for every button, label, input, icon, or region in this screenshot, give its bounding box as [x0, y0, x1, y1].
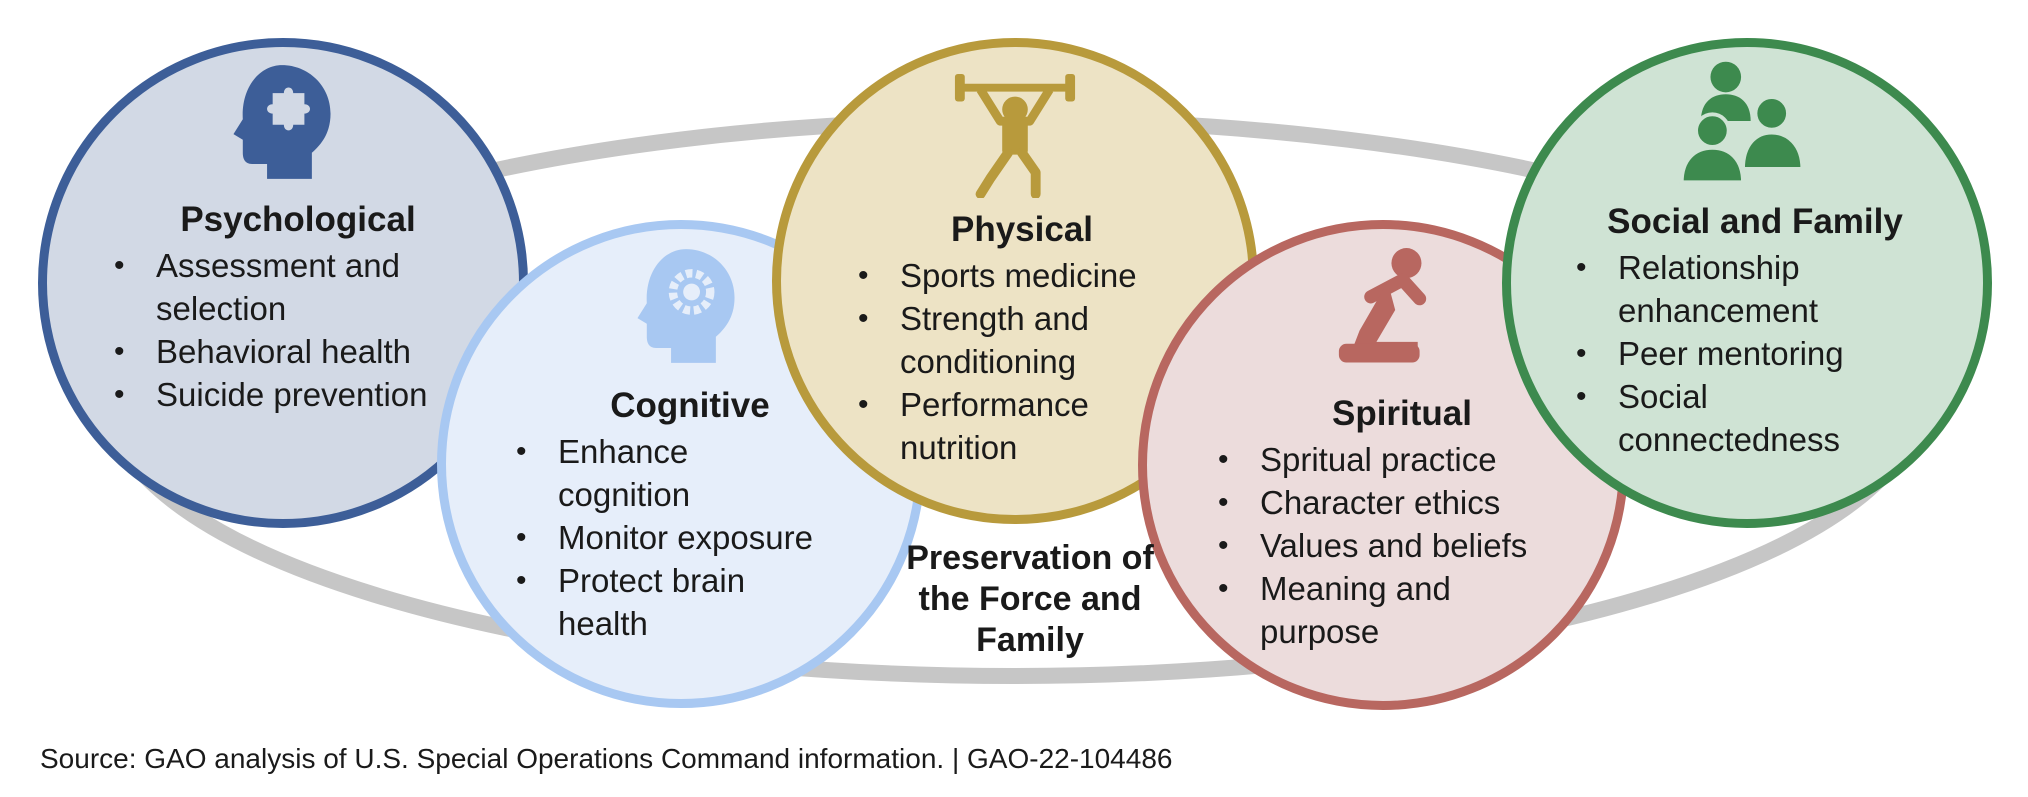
head-gear-icon — [637, 249, 735, 363]
list-item: Meaning and purpose — [1212, 567, 1520, 653]
person-right-body — [1741, 130, 1805, 171]
barbell-right-plate — [1065, 73, 1076, 102]
social-family-list: Relationship enhancement Peer mentoring … — [1570, 246, 1940, 461]
list-item: Strength and conditioning — [852, 297, 1160, 383]
puzzle-piece — [267, 87, 310, 131]
torso — [1002, 121, 1028, 155]
list-item: Protect brain health — [510, 559, 838, 645]
psychological-title: Psychological — [180, 200, 416, 239]
head-puzzle-icon — [233, 65, 331, 179]
head — [1002, 96, 1028, 123]
physical-content: Physical Sports medicine Strength and co… — [852, 210, 1192, 469]
psychological-list: Assessment and selection Behavioral heal… — [108, 244, 488, 416]
person-left-body — [1679, 145, 1745, 185]
person-right-head — [1753, 95, 1790, 132]
spiritual-content: Spiritual Spritual practice Character et… — [1212, 394, 1592, 653]
cognitive-title: Cognitive — [610, 386, 770, 425]
spiritual-title: Spiritual — [1331, 394, 1473, 433]
cognitive-content: Cognitive Enhance cognition Monitor expo… — [510, 386, 870, 645]
cognitive-list: Enhance cognition Monitor exposure Prote… — [510, 430, 870, 645]
list-item: Suicide prevention — [108, 373, 488, 416]
physical-list: Sports medicine Strength and conditionin… — [852, 254, 1192, 469]
group-people-icon — [1679, 61, 1805, 185]
list-item: Relationship enhancement — [1570, 246, 1898, 332]
barbell-bar — [958, 83, 1072, 92]
social-family-content: Social and Family Relationship enhanceme… — [1570, 202, 1940, 461]
kneeling-prayer-icon — [1338, 248, 1427, 363]
source-note: Source: GAO analysis of U.S. Special Ope… — [40, 743, 1173, 774]
shin — [1338, 343, 1420, 363]
spiritual-list: Spritual practice Character ethics Value… — [1212, 438, 1592, 653]
arms — [1364, 273, 1427, 306]
psychological-content: Psychological Assessment and selection B… — [108, 200, 488, 416]
gear-ring — [668, 269, 715, 315]
center-label: Preservation of the Force and Family — [906, 539, 1154, 659]
gear-hub — [683, 283, 700, 301]
list-item: Character ethics — [1212, 481, 1592, 524]
physical-title: Physical — [950, 210, 1094, 249]
list-item: Peer mentoring — [1570, 332, 1940, 375]
list-item: Performance nutrition — [852, 383, 1160, 469]
social-family-title: Social and Family — [1607, 202, 1903, 241]
list-item: Sports medicine — [852, 254, 1192, 297]
list-item: Monitor exposure — [510, 516, 870, 559]
barbell-left-plate — [954, 73, 965, 102]
list-item: Enhance cognition — [510, 430, 758, 516]
head — [1391, 248, 1422, 279]
body — [1350, 281, 1418, 356]
weightlifter-icon — [954, 73, 1076, 198]
list-item: Assessment and selection — [108, 244, 488, 330]
list-item: Behavioral health — [108, 330, 488, 373]
legs — [975, 147, 1041, 198]
person-back-head — [1710, 61, 1742, 93]
list-item: Social connectedness — [1570, 375, 1898, 461]
person-left-head — [1694, 112, 1731, 149]
list-item: Spritual practice — [1212, 438, 1592, 481]
list-item: Values and beliefs — [1212, 524, 1592, 567]
